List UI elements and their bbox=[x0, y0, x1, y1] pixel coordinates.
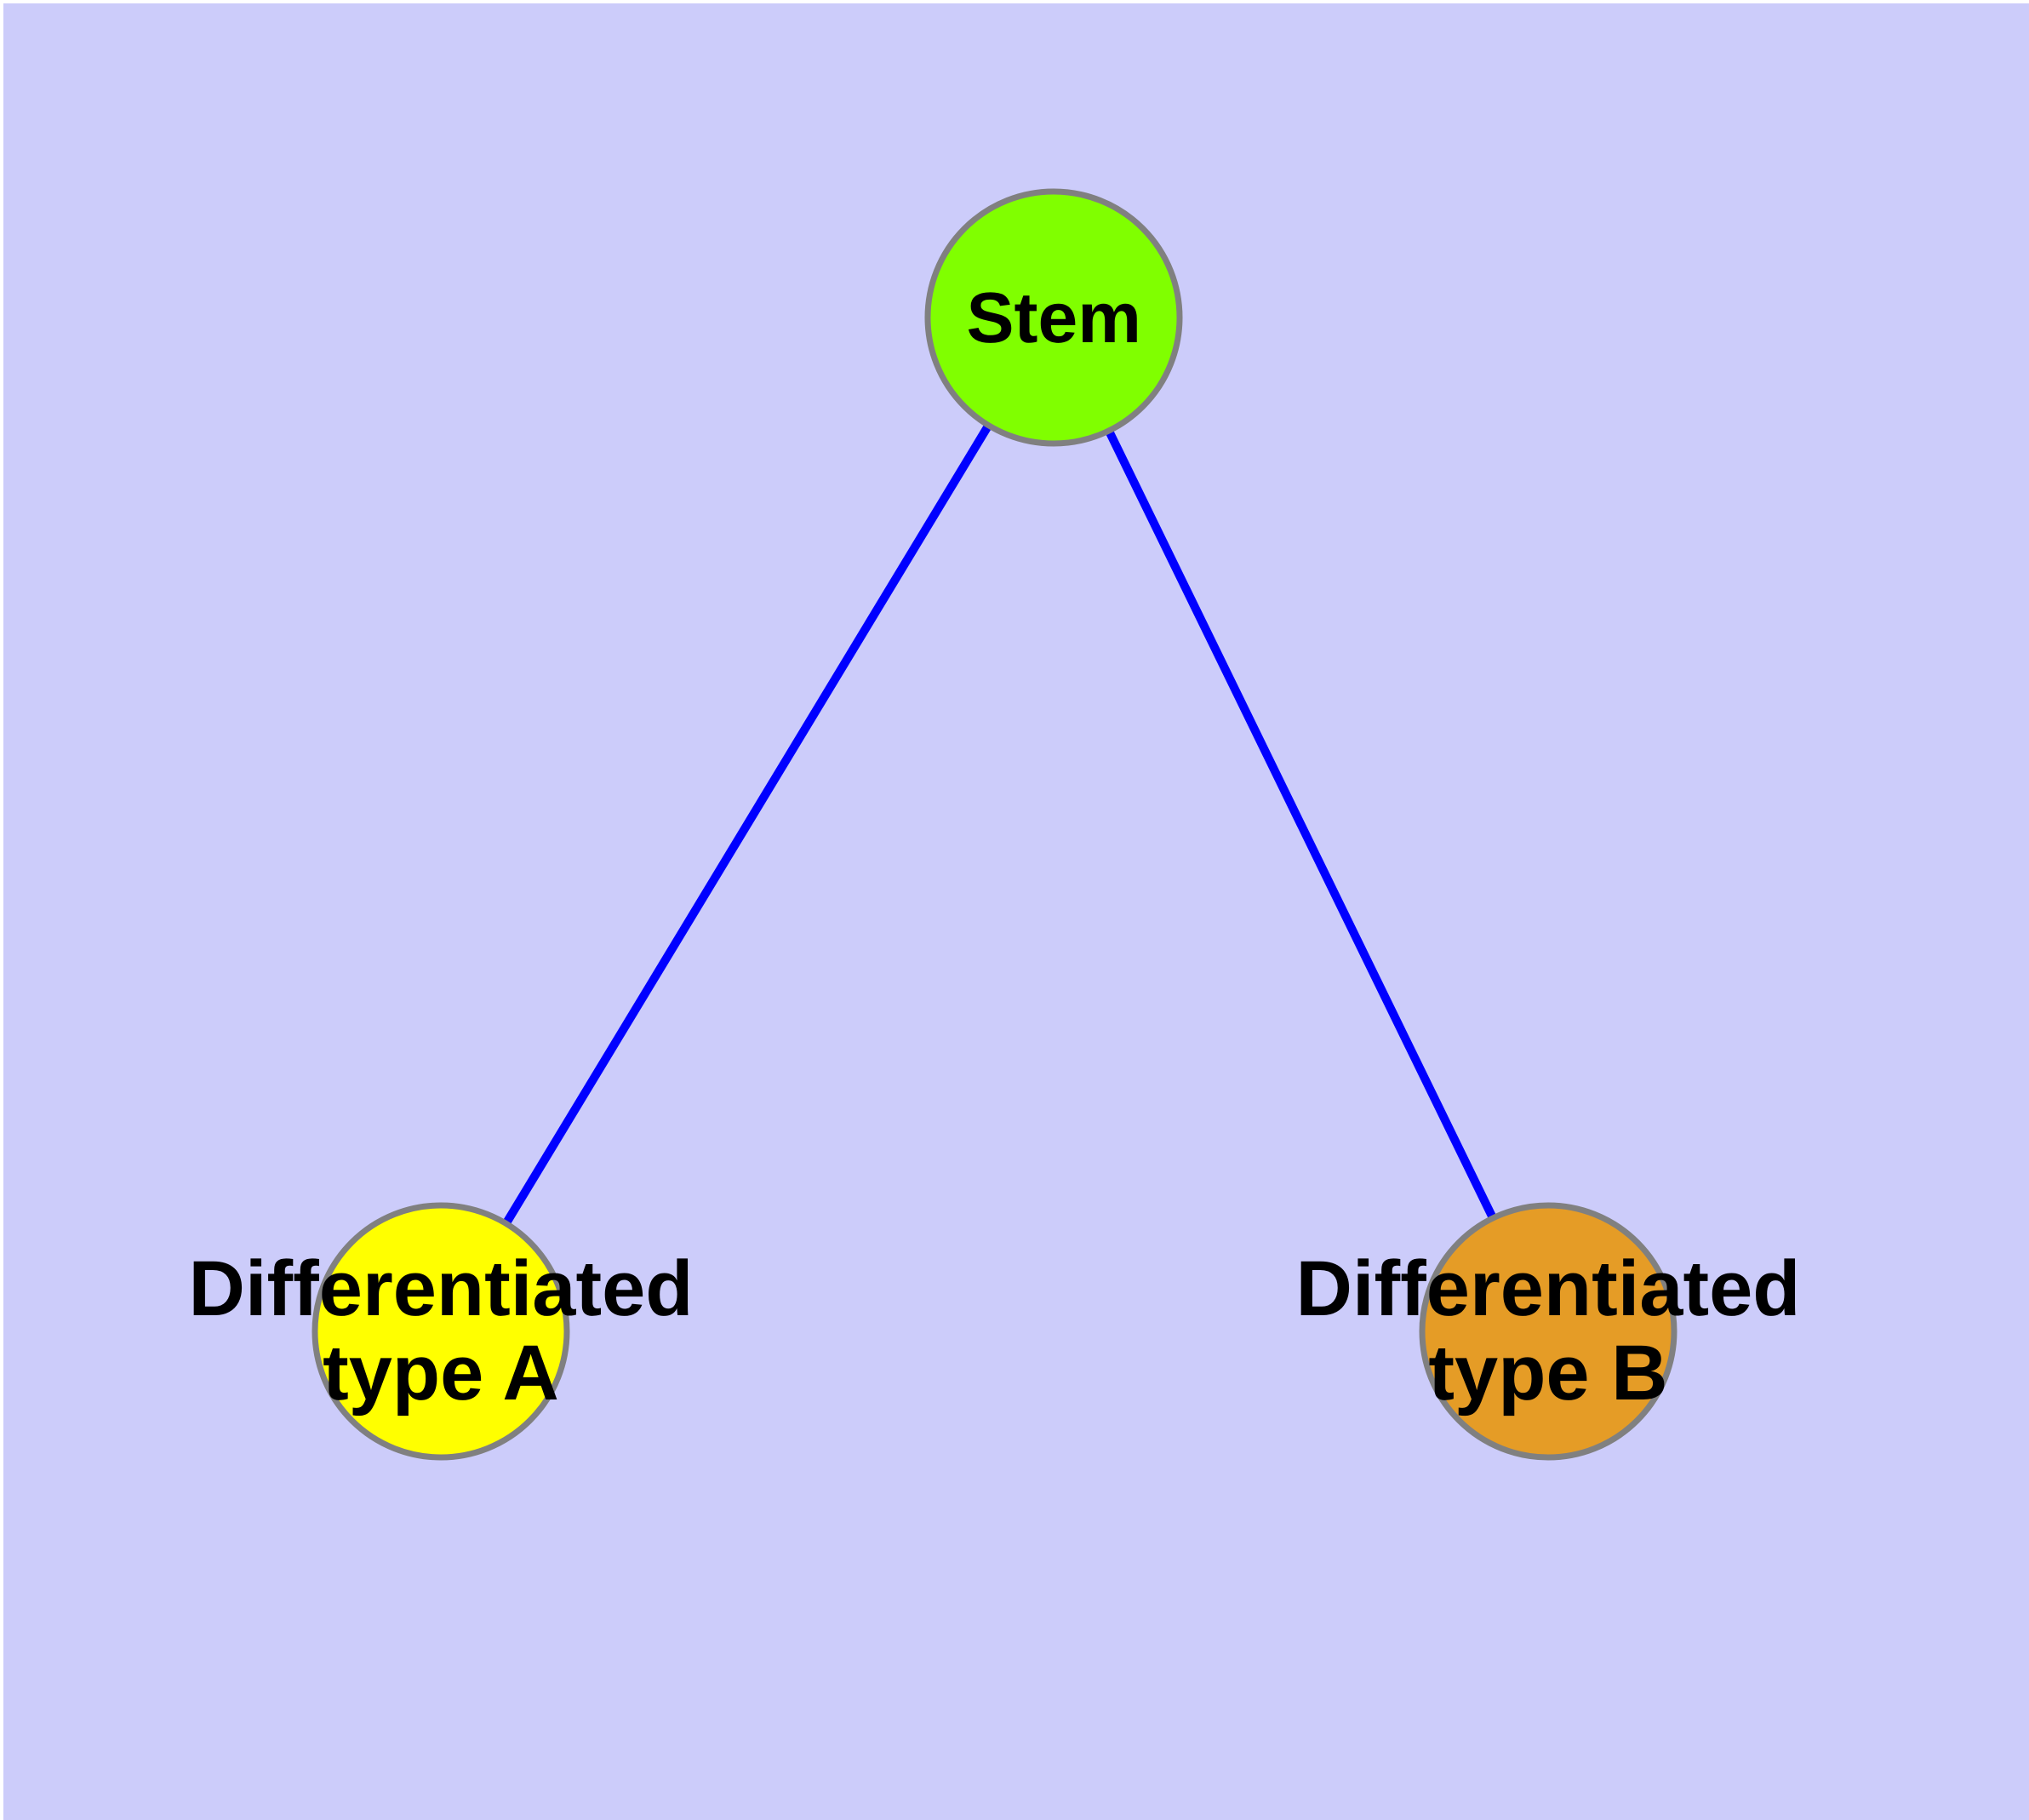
graph-node-diff_a[interactable] bbox=[311, 1202, 570, 1461]
graph-node-diff_b[interactable] bbox=[1419, 1202, 1677, 1461]
graph-node-stem[interactable] bbox=[924, 188, 1183, 447]
node-layer bbox=[311, 188, 1677, 1461]
edge-stem-diff-b[interactable] bbox=[1103, 426, 1499, 1223]
edge-layer bbox=[500, 420, 1499, 1229]
edge-stem-diff-a[interactable] bbox=[500, 420, 994, 1229]
